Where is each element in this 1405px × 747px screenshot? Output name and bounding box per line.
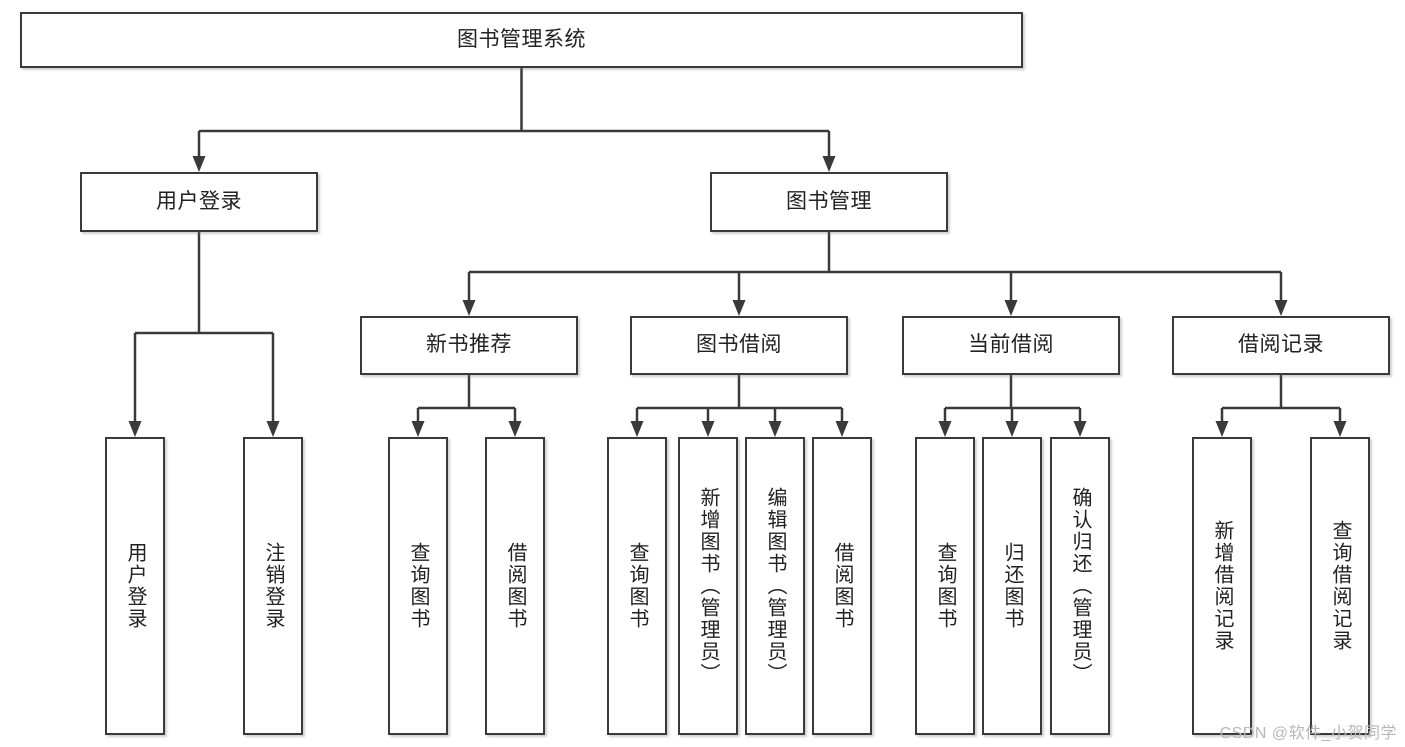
node-leaf-cur-3[interactable]: 确认归还（管理员）	[1050, 437, 1110, 735]
node-leaf-borrow-3[interactable]: 编辑图书（管理员）	[745, 437, 805, 735]
node-leaf-login-2[interactable]: 注销登录	[243, 437, 303, 735]
node-label-root: 图书管理系统	[457, 27, 586, 51]
node-newbook[interactable]: 新书推荐	[360, 316, 578, 375]
node-label-records: 借阅记录	[1238, 333, 1324, 357]
node-bookmgmt[interactable]: 图书管理	[710, 172, 948, 232]
node-label-leaf-rec-2: 查询借阅记录	[1329, 520, 1351, 652]
arrowhead-icon-leaf-rec-1	[1215, 421, 1229, 437]
arrowhead-icon-login	[192, 156, 206, 172]
node-label-leaf-login-1: 用户登录	[124, 542, 146, 630]
node-label-bookmgmt: 图书管理	[786, 189, 872, 213]
arrowhead-icon-leaf-new-1	[411, 421, 425, 437]
watermark: CSDN @软件_小贺同学	[1219, 725, 1397, 742]
node-label-leaf-login-2: 注销登录	[262, 542, 284, 630]
node-leaf-cur-1[interactable]: 查询图书	[915, 437, 975, 735]
node-leaf-new-1[interactable]: 查询图书	[388, 437, 448, 735]
node-leaf-borrow-1[interactable]: 查询图书	[607, 437, 667, 735]
arrowhead-icon-leaf-new-2	[508, 421, 522, 437]
node-leaf-borrow-4[interactable]: 借阅图书	[812, 437, 872, 735]
arrowhead-icon-newbook	[462, 300, 476, 316]
node-label-leaf-borrow-4: 借阅图书	[831, 542, 853, 630]
arrowhead-icon-leaf-cur-3	[1073, 421, 1087, 437]
arrowhead-icon-bookmgmt	[822, 156, 836, 172]
node-leaf-borrow-2[interactable]: 新增图书（管理员）	[678, 437, 738, 735]
arrowhead-icon-leaf-borrow-4	[835, 421, 849, 437]
node-leaf-rec-2[interactable]: 查询借阅记录	[1310, 437, 1370, 735]
node-label-borrow: 图书借阅	[696, 333, 782, 357]
node-label-leaf-borrow-3: 编辑图书（管理员）	[764, 487, 786, 685]
node-label-current: 当前借阅	[968, 333, 1054, 357]
node-borrow[interactable]: 图书借阅	[630, 316, 848, 375]
arrowhead-icon-records	[1274, 300, 1288, 316]
node-label-leaf-cur-1: 查询图书	[934, 542, 956, 630]
node-label-leaf-new-2: 借阅图书	[504, 542, 526, 630]
node-label-leaf-cur-2: 归还图书	[1001, 542, 1023, 630]
node-label-login: 用户登录	[156, 189, 242, 213]
node-label-leaf-cur-3: 确认归还（管理员）	[1069, 487, 1091, 685]
node-label-newbook: 新书推荐	[426, 333, 512, 357]
node-leaf-cur-2[interactable]: 归还图书	[982, 437, 1042, 735]
node-login[interactable]: 用户登录	[80, 172, 318, 232]
node-records[interactable]: 借阅记录	[1172, 316, 1390, 375]
node-leaf-new-2[interactable]: 借阅图书	[485, 437, 545, 735]
node-leaf-rec-1[interactable]: 新增借阅记录	[1192, 437, 1252, 735]
arrowhead-icon-leaf-borrow-1	[630, 421, 644, 437]
arrowhead-icon-leaf-cur-1	[938, 421, 952, 437]
arrowhead-icon-leaf-rec-2	[1333, 421, 1347, 437]
arrowhead-icon-leaf-cur-2	[1005, 421, 1019, 437]
arrowhead-icon-leaf-login-1	[128, 421, 142, 437]
arrowhead-icon-leaf-login-2	[266, 421, 280, 437]
node-leaf-login-1[interactable]: 用户登录	[105, 437, 165, 735]
node-label-leaf-borrow-2: 新增图书（管理员）	[697, 487, 719, 685]
node-label-leaf-new-1: 查询图书	[407, 542, 429, 630]
node-current[interactable]: 当前借阅	[902, 316, 1120, 375]
node-label-leaf-rec-1: 新增借阅记录	[1211, 520, 1233, 652]
arrowhead-icon-current	[1004, 300, 1018, 316]
node-label-leaf-borrow-1: 查询图书	[626, 542, 648, 630]
node-root[interactable]: 图书管理系统	[20, 12, 1023, 68]
arrowhead-icon-leaf-borrow-3	[768, 421, 782, 437]
arrowhead-icon-leaf-borrow-2	[701, 421, 715, 437]
arrowhead-icon-borrow	[732, 300, 746, 316]
